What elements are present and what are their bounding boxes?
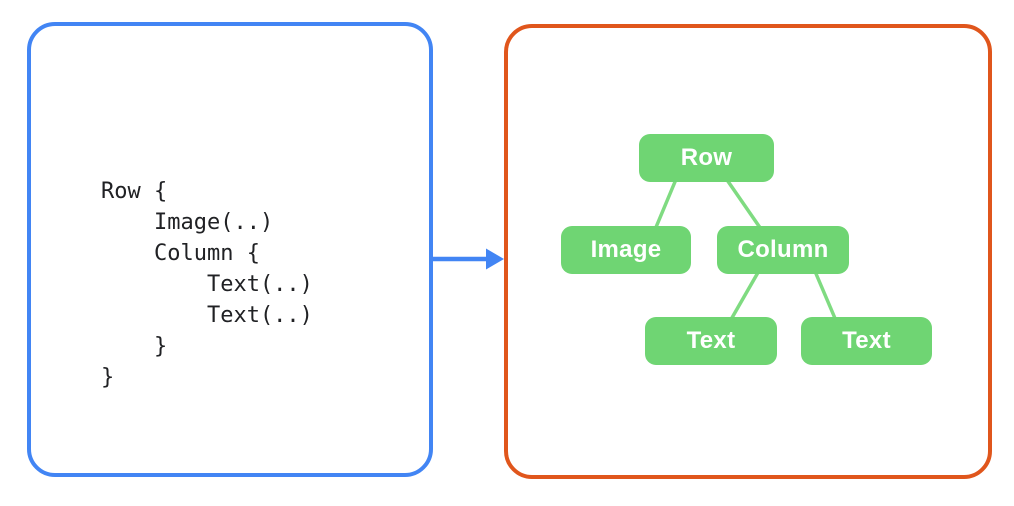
tree-edge-column-text-2 <box>812 267 839 325</box>
tree-node-row: Row <box>639 134 774 182</box>
tree-node-label: Row <box>680 144 733 171</box>
tree-node-column: Column <box>717 226 849 274</box>
tree-node-label: Image <box>590 236 662 263</box>
tree-connectors <box>652 175 839 325</box>
arrow-head <box>486 248 504 270</box>
tree-node-image: Image <box>561 226 691 274</box>
ui-tree-panel: Row Image Column Text Text <box>504 24 992 479</box>
tree-edge-column-text-1 <box>727 267 762 325</box>
tree-node-label: Text <box>686 327 736 354</box>
tree-node-label: Text <box>842 327 891 354</box>
tree-node-text-1: Text <box>645 317 777 365</box>
right-arrow-icon <box>432 248 504 270</box>
code-panel: Row { Image(..) Column { Text(..) Text(.… <box>27 22 433 477</box>
tree-node-text-2: Text <box>801 317 932 365</box>
tree-edge-row-column <box>723 175 765 234</box>
tree-edge-row-image <box>652 175 679 234</box>
tree-node-label: Column <box>737 236 829 263</box>
compose-code-snippet: Row { Image(..) Column { Text(..) Text(.… <box>101 179 313 390</box>
